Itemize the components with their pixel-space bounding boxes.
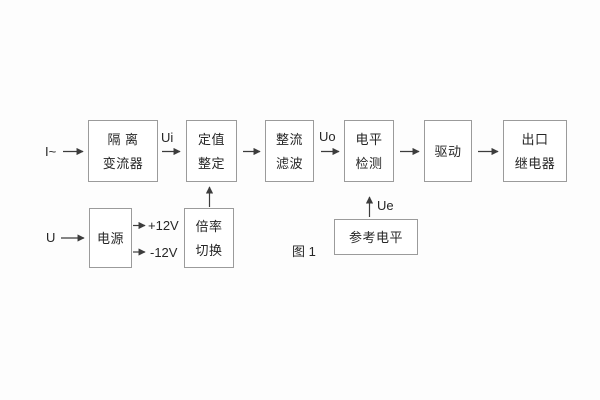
figure-caption: 图 1	[292, 244, 316, 259]
block-label: 整定	[197, 155, 225, 171]
signal-label-plus12v: +12V	[148, 218, 179, 233]
block-drive: 驱动	[424, 120, 472, 182]
block-ratio-switching: 倍率 切换	[184, 208, 234, 268]
block-isolation-transformer: 隔 离 变流器	[88, 120, 158, 182]
signal-label-uo: Uo	[319, 129, 336, 144]
block-setpoint-setting: 定值 整定	[186, 120, 237, 182]
block-label: 倍率	[195, 218, 223, 234]
block-label: 出口	[521, 131, 549, 147]
block-label: 电平	[355, 131, 383, 147]
block-power-supply: 电源	[89, 208, 132, 268]
block-label: 隔 离	[107, 131, 139, 147]
block-label: 整流	[275, 131, 303, 147]
block-label: 驱动	[434, 143, 462, 159]
block-label: 切换	[195, 242, 223, 258]
signal-label-minus12v: -12V	[150, 245, 178, 260]
signal-label-ui: Ui	[161, 130, 174, 145]
block-label: 参考电平	[348, 229, 403, 245]
block-reference-level: 参考电平	[334, 219, 418, 255]
block-level-detection: 电平 检测	[344, 120, 394, 182]
block-rectifier-filter: 整流 滤波	[265, 120, 314, 182]
signal-label-ue: Ue	[377, 198, 394, 213]
block-label: 滤波	[275, 155, 303, 171]
block-output-relay: 出口 继电器	[503, 120, 567, 182]
block-label: 变流器	[102, 155, 144, 171]
block-label: 电源	[96, 230, 124, 246]
input-label-voltage: U	[46, 230, 56, 245]
block-label: 定值	[197, 131, 225, 147]
input-label-ac-current: I~	[45, 144, 57, 159]
block-label: 检测	[355, 155, 383, 171]
block-label: 继电器	[514, 155, 556, 171]
